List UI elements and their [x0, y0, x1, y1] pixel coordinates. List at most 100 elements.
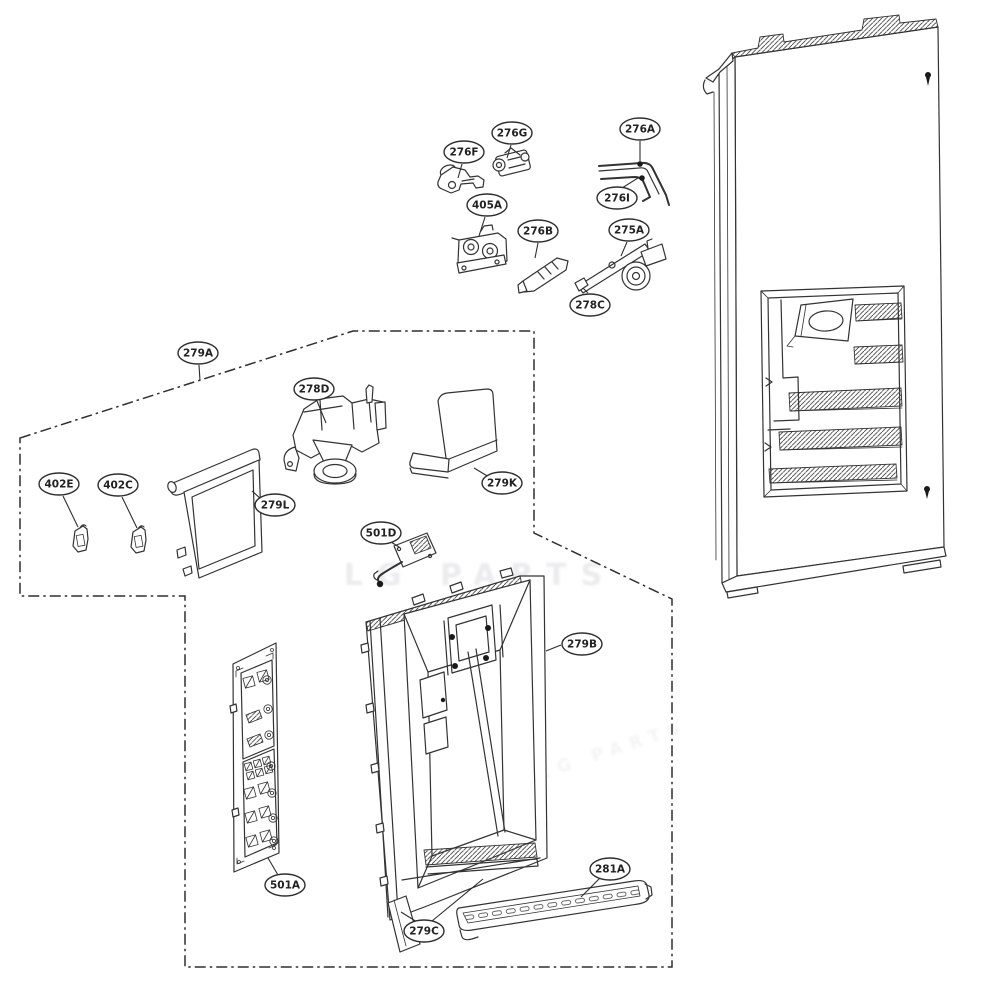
- callout-501D: 501D: [360, 521, 402, 548]
- button-cutout: [259, 829, 273, 843]
- screw-hole-upper: [925, 72, 931, 78]
- part-405A-valve: [451, 224, 508, 274]
- svg-text:279C: 279C: [409, 926, 439, 938]
- svg-text:276F: 276F: [449, 147, 478, 159]
- group-boundary: [19, 330, 673, 968]
- part-278D-funnel: [283, 384, 387, 485]
- part-275A-lever: [574, 238, 667, 294]
- callout-279B: 279B: [545, 632, 603, 656]
- callout-276B: 276B: [517, 219, 559, 259]
- part-278C-connector: [574, 277, 589, 292]
- screw-boss: [270, 816, 275, 821]
- recess-ledge: [853, 344, 904, 365]
- screw-boss: [262, 675, 272, 685]
- part-276F: [437, 164, 485, 194]
- button-cutout: [256, 669, 270, 683]
- button-cutout: [244, 810, 258, 824]
- button-cutout: [245, 770, 256, 781]
- callouts-layer: 276F 276G 276A 276I 405A 276B 275A 278C …: [38, 117, 661, 943]
- door-top-edge: [731, 14, 939, 58]
- svg-text:276B: 276B: [523, 226, 553, 238]
- svg-text:278C: 278C: [575, 300, 605, 312]
- svg-text:279A: 279A: [183, 348, 214, 360]
- screw-boss: [264, 730, 274, 740]
- svg-text:402E: 402E: [44, 479, 73, 491]
- part-276B-bracket: [517, 257, 569, 294]
- button-cutout: [254, 767, 265, 778]
- svg-text:278D: 278D: [299, 384, 330, 396]
- watermark-text: LG PARTS: [344, 558, 616, 593]
- svg-text:501A: 501A: [270, 880, 301, 892]
- svg-text:276A: 276A: [625, 124, 656, 136]
- callout-279A: 279A: [177, 341, 219, 382]
- button-cutout: [257, 781, 271, 795]
- callout-278C: 278C: [569, 287, 611, 317]
- svg-text:279L: 279L: [261, 500, 290, 512]
- recess-ledge: [854, 302, 903, 322]
- door-top-hinge-bracket: [705, 52, 734, 83]
- part-276G: [492, 147, 531, 177]
- recess-ledge: [778, 426, 903, 451]
- svg-text:402C: 402C: [103, 480, 133, 492]
- watermark-text-secondary: LG PARTS: [537, 717, 691, 784]
- callout-279K: 279K: [473, 467, 523, 495]
- callout-281A: 281A: [580, 857, 631, 898]
- part-402C-clip: [130, 525, 147, 554]
- callout-279L: 279L: [251, 490, 296, 517]
- screw-boss: [264, 678, 269, 683]
- door-panel: [702, 14, 947, 599]
- svg-text:501D: 501D: [366, 528, 397, 540]
- screw-boss: [269, 791, 274, 796]
- pcb-wire: [377, 561, 403, 583]
- button-cutout: [245, 834, 259, 848]
- svg-text:405A: 405A: [472, 200, 503, 212]
- svg-text:276G: 276G: [497, 128, 528, 140]
- svg-text:279K: 279K: [487, 478, 518, 490]
- screw-boss: [266, 733, 271, 738]
- wire-connector: [376, 580, 384, 588]
- screw-boss: [269, 836, 279, 846]
- callout-405A: 405A: [466, 193, 508, 237]
- part-279B-housing: [360, 567, 548, 953]
- part-402E-clip: [72, 524, 89, 553]
- svg-text:275A: 275A: [614, 225, 645, 237]
- part-501A-panel: [229, 642, 280, 873]
- screw-boss: [265, 707, 270, 712]
- callout-501A: 501A: [264, 857, 306, 897]
- callout-279C: 279C: [400, 878, 484, 943]
- callout-402C: 402C: [97, 473, 139, 529]
- button-cutout: [258, 805, 272, 819]
- panel-cutouts: [242, 669, 279, 848]
- part-501D-pcb: [373, 532, 437, 588]
- part-281A-tray: [456, 879, 653, 941]
- part-276A-tube: [598, 161, 670, 206]
- svg-text:281A: 281A: [595, 864, 626, 876]
- button-cutout: [252, 758, 263, 769]
- part-279L-frame: [167, 448, 263, 579]
- callout-276I: 276I: [596, 177, 639, 210]
- button-cutout: [243, 761, 254, 772]
- svg-text:279B: 279B: [567, 639, 597, 651]
- recess-sill: [768, 463, 898, 484]
- ice-chute-flap: [794, 298, 854, 342]
- button-cutout: [243, 786, 257, 800]
- screw-boss: [263, 704, 273, 714]
- callout-402E: 402E: [38, 472, 80, 528]
- part-279K-plate: [409, 388, 498, 479]
- screw-boss: [267, 788, 277, 798]
- door-bottom-edge: [721, 546, 947, 593]
- screw-boss: [268, 764, 273, 769]
- callout-276A: 276A: [619, 117, 661, 162]
- callout-275A: 275A: [608, 218, 650, 257]
- screw-boss: [266, 761, 276, 771]
- callout-278D: 278D: [293, 377, 335, 424]
- svg-text:276I: 276I: [604, 193, 630, 205]
- callout-276F: 276F: [443, 140, 485, 179]
- button-cutout: [242, 675, 256, 689]
- screw-boss: [271, 839, 276, 844]
- button-cutout: [263, 764, 274, 775]
- screw-hole-lower: [924, 486, 930, 492]
- screw-boss: [268, 813, 278, 823]
